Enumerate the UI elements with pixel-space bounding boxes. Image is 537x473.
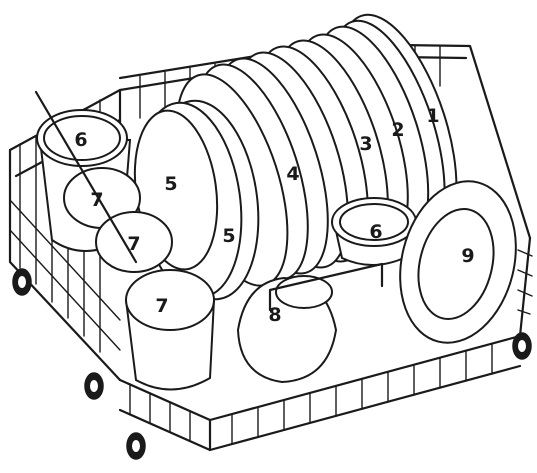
left-bowl-and-cups	[34, 90, 216, 391]
label-cup-7-middle: 7	[127, 233, 140, 255]
label-plate-9: 9	[461, 245, 474, 267]
wheel-left	[12, 268, 32, 296]
rack-front-frame	[118, 236, 533, 452]
label-plate-2: 2	[391, 119, 404, 141]
wheel-right	[512, 332, 532, 360]
item-labels: 1 2 3 4 5 5 6 6 7 7 7 8 9	[74, 105, 474, 326]
wheel-front-left	[84, 372, 104, 400]
label-plate-1: 1	[426, 105, 439, 127]
label-bowl-6-left: 6	[74, 129, 87, 151]
label-dish-5-lower: 5	[222, 225, 235, 247]
bowl-8-object	[236, 275, 338, 384]
label-cup-7-top: 7	[90, 189, 103, 211]
label-bowl-6-center: 6	[369, 221, 382, 243]
label-bowl-8: 8	[268, 304, 281, 326]
label-plate-3: 3	[359, 133, 372, 155]
plate-9-object	[399, 180, 517, 344]
label-cup-7-bottom: 7	[155, 295, 168, 317]
label-dish-5-upper: 5	[164, 173, 177, 195]
wheel-front-center	[126, 432, 146, 460]
label-plate-4: 4	[286, 163, 299, 185]
rack-wheels	[12, 268, 532, 460]
